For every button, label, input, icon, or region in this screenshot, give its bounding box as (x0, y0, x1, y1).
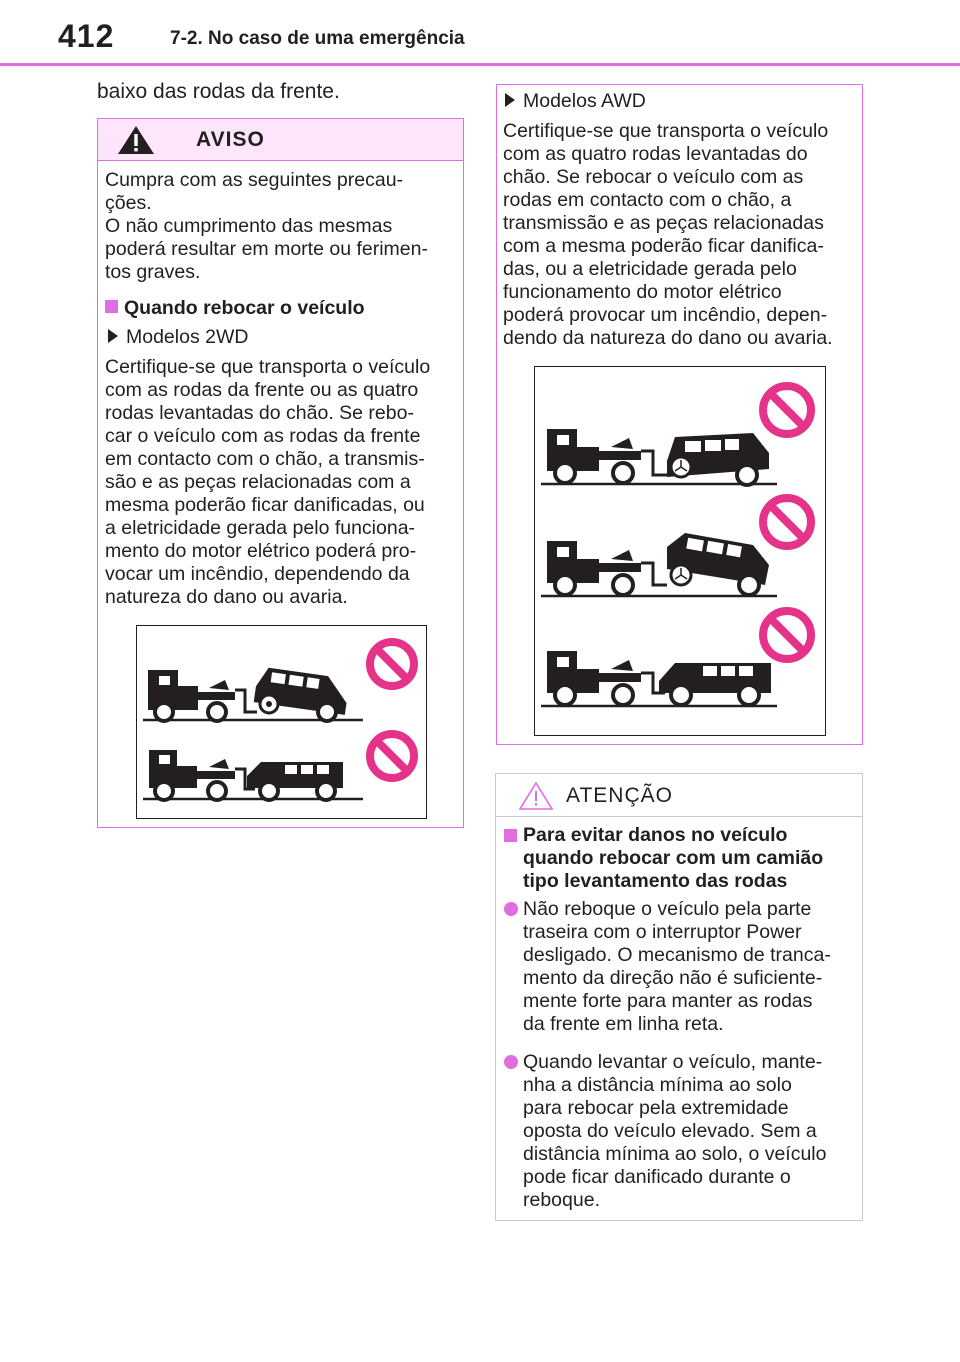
text-line: funcionamento do motor elétrico (503, 281, 782, 303)
text-line: poderá resultar em morte ou ferimen- (105, 238, 428, 260)
round-bullet-icon (504, 902, 518, 916)
text-line: rodas em contacto com o chão, a (503, 189, 792, 211)
text-line: Quando levantar o veículo, mante- (523, 1051, 823, 1073)
page-header: 412 7-2. No caso de uma emergência (0, 0, 960, 66)
text-line: em contacto com o chão, a transmis- (105, 448, 425, 470)
aviso-intro: Cumpra com as seguintes precau- ções. O … (105, 169, 428, 284)
text-line: vocar um incêndio, dependendo da (105, 563, 410, 585)
aviso-title: AVISO (196, 128, 265, 151)
model-label-text: Modelos AWD (523, 90, 646, 112)
text-line: car o veículo com as rodas da frente (105, 425, 421, 447)
text-line: quando rebocar com um camião (523, 847, 824, 869)
towing-2wd-figure (136, 625, 427, 819)
text-line: com a mesma poderão ficar danifica- (503, 235, 824, 257)
text-line: rodas levantadas do chão. Se rebo- (105, 402, 414, 424)
text-line: tipo levantamento das rodas (523, 870, 788, 892)
square-bullet-icon (105, 300, 118, 313)
atencao-box: ATENÇÃO Para evitar danos no veículo qua… (495, 773, 863, 1221)
atencao-title: ATENÇÃO (566, 784, 673, 807)
text-line: Não reboque o veículo pela parte (523, 898, 812, 920)
text-line: O não cumprimento das mesmas (105, 215, 393, 237)
text-line: oposta do veículo elevado. Sem a (523, 1120, 817, 1142)
caution-triangle-icon (518, 781, 554, 810)
text-line: distância mínima ao solo, o veículo (523, 1143, 827, 1165)
prohibition-icon (759, 494, 815, 550)
subheading-text: Quando rebocar o veículo (124, 297, 365, 319)
text-line: transmissão e as peças relacionadas (503, 212, 824, 234)
round-bullet-icon (504, 1055, 518, 1069)
text-line: traseira com o interruptor Power (523, 921, 802, 943)
towing-awd-illustration (541, 382, 815, 708)
text-line: tos graves. (105, 261, 201, 283)
text-line: dendo da natureza do dano ou avaria. (503, 327, 833, 349)
steering-wheel-icon (674, 460, 688, 472)
towing-awd-figure (534, 366, 826, 736)
text-line: nha a distância mínima ao solo (523, 1074, 792, 1096)
text-line: mesma poderão ficar danificadas, ou (105, 494, 425, 516)
aviso-header: AVISO (98, 119, 463, 161)
model-awd-label: Modelos AWD (505, 90, 646, 113)
text-line: são e as peças relacionadas com a (105, 471, 411, 493)
prohibition-icon (366, 638, 418, 690)
model-2wd-label: Modelos 2WD (108, 326, 248, 349)
awd-body: Certifique-se que transporta o veículo c… (503, 120, 833, 350)
text-line: da frente em linha reta. (523, 1013, 724, 1035)
towing-2wd-illustration (143, 638, 418, 802)
header-divider (0, 63, 960, 66)
prohibition-icon (366, 730, 418, 782)
aviso-body: Certifique-se que transporta o veículo c… (105, 356, 430, 609)
aviso-box: AVISO Cumpra com as seguintes precau- çõ… (97, 118, 464, 828)
text-line: natureza do dano ou avaria. (105, 586, 348, 608)
atencao-header: ATENÇÃO (496, 774, 862, 817)
warning-triangle-icon (118, 126, 154, 154)
tow-truck-icon (148, 670, 235, 723)
awd-box: Modelos AWD Certifique-se que transporta… (496, 84, 863, 745)
suv-icon (667, 433, 769, 487)
text-line: chão. Se rebocar o veículo com as (503, 166, 804, 188)
text-line: para rebocar pela extremidade (523, 1097, 789, 1119)
atencao-bullet-2: Quando levantar o veículo, mante- nha a … (504, 1051, 827, 1212)
text-line: desligado. O mecanismo de tranca- (523, 944, 831, 966)
atencao-subheading: Para evitar danos no veículo quando rebo… (504, 824, 823, 893)
text-line: Para evitar danos no veículo (523, 824, 788, 846)
lead-text: baixo das rodas da frente. (97, 80, 340, 103)
model-label-text: Modelos 2WD (126, 326, 249, 348)
text-line: com as quatro rodas levantadas do (503, 143, 808, 165)
text-line: mente forte para manter as rodas (523, 990, 813, 1012)
text-line: reboque. (523, 1189, 600, 1211)
text-line: das, ou a eletricidade gerada pelo (503, 258, 797, 280)
aviso-subheading: Quando rebocar o veículo (105, 297, 365, 320)
text-line: mento do motor elétrico poderá pro- (105, 540, 417, 562)
prohibition-icon (759, 607, 815, 663)
square-bullet-icon (504, 829, 517, 842)
text-line: Cumpra com as seguintes precau- (105, 169, 404, 191)
arrow-right-icon (505, 93, 515, 107)
arrow-right-icon (108, 329, 118, 343)
text-line: poderá provocar um incêndio, depen- (503, 304, 828, 326)
section-title: 7-2. No caso de uma emergência (170, 28, 465, 49)
text-line: com as rodas da frente ou as quatro (105, 379, 419, 401)
page-number: 412 (58, 18, 115, 54)
text-line: mento da direção não é suficiente- (523, 967, 823, 989)
text-line: a eletricidade gerada pelo funciona- (105, 517, 416, 539)
text-line: ções. (105, 192, 152, 214)
text-line: Certifique-se que transporta o veículo (105, 356, 431, 378)
text-line: pode ficar danificado durante o (523, 1166, 791, 1188)
prohibition-icon (759, 382, 815, 438)
text-line: Certifique-se que transporta o veículo (503, 120, 829, 142)
atencao-bullet-1: Não reboque o veículo pela parte traseir… (504, 898, 831, 1036)
suv-icon (253, 667, 347, 723)
